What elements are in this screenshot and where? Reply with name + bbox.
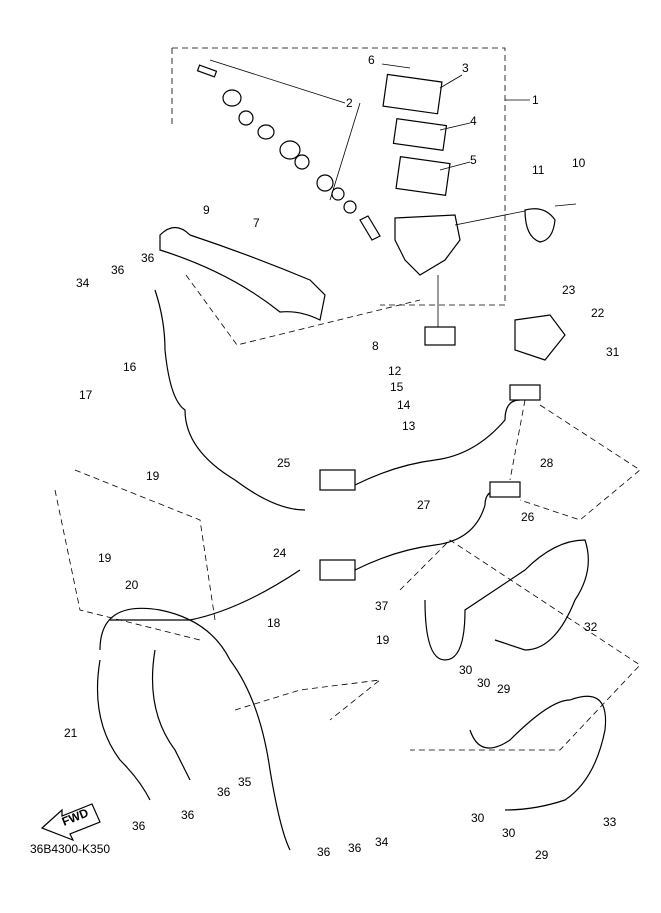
callout-28: 28 [540,456,554,470]
callout-32: 32 [584,620,598,634]
callout-4: 4 [470,114,477,128]
bracket [514,314,566,361]
brake-hose-21 [99,607,291,851]
callout-23: 23 [562,283,576,297]
brake-lever [159,226,326,321]
callout-15: 15 [390,380,404,394]
brake-hose-upper [154,289,306,511]
callout-36: 36 [317,845,331,859]
callout-30: 30 [471,811,485,825]
callout-24: 24 [273,546,287,560]
piston-kit [196,64,381,241]
callout-30: 30 [459,663,473,677]
callout-36: 36 [111,263,125,277]
callout-36: 36 [132,819,146,833]
callout-22: 22 [591,306,605,320]
callout-33: 33 [603,815,617,829]
callout-3: 3 [462,61,469,75]
callout-labels: 1234567891011121314151617181919192021222… [64,53,620,862]
callout-14: 14 [397,398,411,412]
callout-36: 36 [181,808,195,822]
callout-20: 20 [125,578,139,592]
brake-hose-32 [424,539,589,661]
callout-29: 29 [535,848,549,862]
fwd-arrow-icon [40,803,101,842]
callout-6: 6 [368,53,375,67]
callout-18: 18 [267,616,281,630]
diaphragm-plate [392,117,448,152]
holder-clamp [524,208,556,243]
diaphragm [395,155,451,197]
callout-30: 30 [502,826,516,840]
callout-11: 11 [532,163,545,177]
callout-19: 19 [98,551,112,565]
callout-5: 5 [470,153,477,167]
callout-1: 1 [532,93,539,107]
callout-8: 8 [372,339,379,353]
callout-13: 13 [402,419,416,433]
joint-lower [489,481,521,498]
callout-25: 25 [277,456,291,470]
callout-37: 37 [375,599,389,613]
brake-hose-33 [469,695,607,811]
callout-26: 26 [521,510,535,524]
assembly-boundary [171,47,506,306]
callout-36: 36 [348,841,362,855]
callout-34: 34 [375,835,389,849]
callout-31: 31 [606,345,620,359]
callout-9: 9 [203,203,210,217]
callout-36: 36 [141,251,155,265]
callout-17: 17 [79,388,93,402]
part-code: 36B4300-K350 [30,842,111,856]
joint-upper [509,384,541,401]
callout-27: 27 [417,498,431,512]
callout-29: 29 [497,682,511,696]
callout-19: 19 [146,469,160,483]
callout-10: 10 [572,156,586,170]
callout-19: 19 [376,633,390,647]
reservoir-cap [382,73,443,115]
brake-switch [424,326,456,346]
callout-2: 2 [346,96,353,110]
callout-12: 12 [388,364,402,378]
callout-7: 7 [253,216,260,230]
callout-35: 35 [238,775,252,789]
callout-34: 34 [76,276,90,290]
callout-16: 16 [123,360,137,374]
callout-36: 36 [217,785,231,799]
callout-21: 21 [64,726,78,740]
master-cylinder [394,214,461,276]
callout-30: 30 [477,676,491,690]
